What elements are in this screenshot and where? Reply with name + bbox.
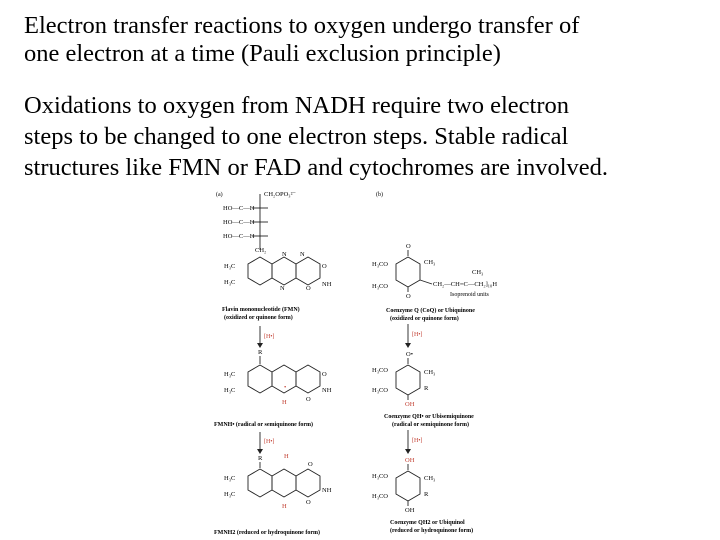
panel-a-marker: (a) bbox=[216, 191, 223, 198]
svg-text:H₃C: H₃C bbox=[224, 279, 235, 286]
svg-text:O: O bbox=[322, 371, 327, 378]
coqh-form-label: (radical or semiquinone form) bbox=[392, 421, 469, 428]
svg-text:O•: O• bbox=[406, 351, 413, 358]
svg-text:O: O bbox=[406, 243, 411, 250]
coq-semiquinone-structure: O• OH H₃CO H₃CO CH₃ R bbox=[372, 351, 435, 408]
svg-text:CH₃: CH₃ bbox=[424, 259, 435, 266]
fmnh2-label: FMNH2 (reduced or hydroquinone form) bbox=[214, 529, 320, 536]
svg-text:H₃CO: H₃CO bbox=[372, 387, 388, 394]
svg-text:OH: OH bbox=[405, 457, 415, 464]
svg-text:O: O bbox=[306, 285, 311, 292]
structures-drawing: (a) (b) CH₂OPO₃²⁻ HO—C—H HO—C—H HO—C—H C… bbox=[214, 191, 497, 536]
svg-text:H₃CO: H₃CO bbox=[372, 367, 388, 374]
fmn-label: Flavin mononucleotide (FMN) bbox=[222, 306, 300, 313]
svg-text:CH₃: CH₃ bbox=[424, 369, 435, 376]
svg-text:O: O bbox=[308, 461, 313, 468]
svg-text:H: H bbox=[282, 399, 287, 406]
svg-text:CH₃: CH₃ bbox=[424, 475, 435, 482]
svg-text:H₃C: H₃C bbox=[224, 371, 235, 378]
svg-text:O: O bbox=[406, 293, 411, 300]
svg-text:H₃C: H₃C bbox=[224, 263, 235, 270]
fmn-form-label: (oxidized or quinone form) bbox=[224, 314, 293, 321]
svg-text:OH: OH bbox=[405, 507, 415, 514]
svg-text:N: N bbox=[282, 251, 287, 258]
svg-text:CH₃: CH₃ bbox=[472, 269, 483, 276]
svg-text:CH₂OPO₃²⁻: CH₂OPO₃²⁻ bbox=[264, 191, 297, 198]
svg-text:H₃CO: H₃CO bbox=[372, 473, 388, 480]
svg-text:NH: NH bbox=[322, 387, 332, 394]
svg-text:N: N bbox=[280, 285, 285, 292]
svg-text:R: R bbox=[258, 455, 263, 462]
text-line: Electron transfer reactions to oxygen un… bbox=[24, 12, 580, 39]
svg-text:HO—C—H: HO—C—H bbox=[223, 219, 255, 226]
fmnh-label: FMNH• (radical or semiquinone form) bbox=[214, 421, 313, 428]
coqh2-form-label: (reduced or hydroquinone form) bbox=[390, 527, 473, 534]
svg-text:R: R bbox=[424, 491, 429, 498]
isoprenoid-label: Isoprenoid units bbox=[450, 292, 489, 298]
svg-text:H₃CO: H₃CO bbox=[372, 261, 388, 268]
svg-text:HO—C—H: HO—C—H bbox=[223, 233, 255, 240]
svg-text:H: H bbox=[282, 503, 287, 510]
fmn-semiquinone-structure: R H₃C H₃C O NH • H O bbox=[224, 349, 332, 406]
coq-hydroquinone-structure: OH OH H₃CO H₃CO CH₃ R bbox=[372, 457, 435, 514]
coq-form-label: (oxidized or quinone form) bbox=[390, 315, 459, 322]
panel-b-marker: (b) bbox=[376, 191, 383, 198]
svg-text:O: O bbox=[306, 499, 311, 506]
coq-oxidized-structure: O O H₃CO H₃CO CH₃ CH₂—CH=C—CH₂]₁₀H CH₃ I… bbox=[372, 243, 497, 300]
svg-text:OH: OH bbox=[405, 401, 415, 408]
paragraph-intro: Electron transfer reactions to oxygen un… bbox=[24, 12, 704, 68]
svg-text:O: O bbox=[322, 263, 327, 270]
svg-text:CH₂: CH₂ bbox=[255, 247, 266, 254]
svg-text:NH: NH bbox=[322, 281, 332, 288]
fmn-oxidized-structure: CH₂OPO₃²⁻ HO—C—H HO—C—H HO—C—H CH₂ H₃C H… bbox=[223, 191, 332, 292]
chemical-structures-figure: (a) (b) CH₂OPO₃²⁻ HO—C—H HO—C—H HO—C—H C… bbox=[200, 186, 530, 540]
reagent-label: [H•] bbox=[264, 334, 274, 340]
coq-label: Coenzyme Q (CoQ) or Ubiquinone bbox=[386, 307, 475, 314]
svg-text:O: O bbox=[306, 396, 311, 403]
svg-text:HO—C—H: HO—C—H bbox=[223, 205, 255, 212]
text-line: Oxidations to oxygen from NADH require t… bbox=[24, 92, 569, 119]
svg-text:H₃C: H₃C bbox=[224, 475, 235, 482]
svg-text:R: R bbox=[258, 349, 263, 356]
svg-text:H₃CO: H₃CO bbox=[372, 283, 388, 290]
svg-text:•: • bbox=[284, 384, 286, 391]
text-line: one electron at a time (Pauli exclusion … bbox=[24, 40, 501, 67]
coqh-label: Coenzyme QH• or Ubisemiquinone bbox=[384, 414, 474, 420]
text-line: structures like FMN or FAD and cytochrom… bbox=[24, 154, 609, 181]
svg-text:H₃C: H₃C bbox=[224, 387, 235, 394]
svg-text:NH: NH bbox=[322, 487, 332, 494]
text-line: steps to be changed to one electron step… bbox=[24, 123, 569, 150]
paragraph-oxidation: Oxidations to oxygen from NADH require t… bbox=[24, 90, 714, 183]
reagent-label: [H•] bbox=[412, 438, 422, 444]
reagent-label: [H•] bbox=[264, 439, 274, 445]
svg-text:R: R bbox=[424, 385, 429, 392]
reagent-label: [H•] bbox=[412, 332, 422, 338]
svg-text:H₃CO: H₃CO bbox=[372, 493, 388, 500]
svg-text:H₃C: H₃C bbox=[224, 491, 235, 498]
fmn-hydroquinone-structure: R H H₃C H₃C O NH H O bbox=[224, 453, 332, 510]
coqh2-label: Coenzyme QH2 or Ubiquinol bbox=[390, 520, 465, 526]
svg-text:H: H bbox=[284, 453, 289, 460]
svg-text:N: N bbox=[300, 251, 305, 258]
svg-text:CH₂—CH=C—CH₂]₁₀H: CH₂—CH=C—CH₂]₁₀H bbox=[433, 281, 497, 288]
